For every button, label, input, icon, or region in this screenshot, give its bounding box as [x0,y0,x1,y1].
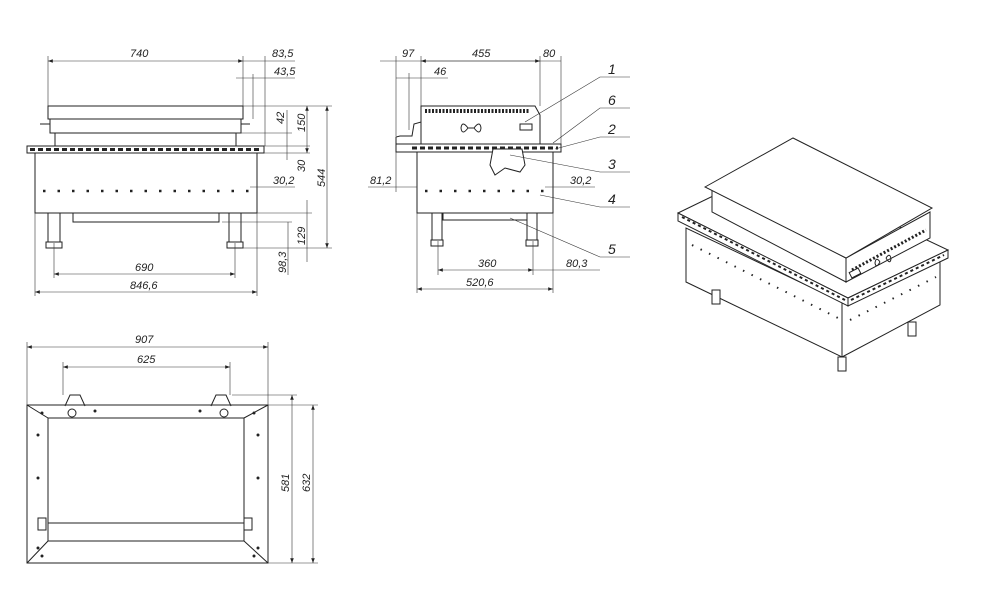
dim-30: 30 [296,159,308,172]
plan-view: 907 625 581 632 [26,334,318,564]
leg [47,212,61,244]
side-view: 97 455 80 46 81,2 30,2 360 80,3 520,6 1 … [368,48,630,293]
dim-30-2: 30,2 [273,175,294,187]
leg [228,212,242,244]
isometric-view [676,137,950,372]
dim-690: 690 [135,262,154,274]
front-view: 740 83,5 43,5 42 150 30 544 30,2 129 98,… [26,48,332,296]
body-side [416,151,554,214]
dim-625: 625 [137,354,156,366]
leg [526,212,538,242]
dim-455: 455 [472,48,491,60]
dim-632: 632 [301,474,313,492]
callout-5: 5 [608,241,616,257]
dim-98-3: 98,3 [277,251,289,273]
callout-1: 1 [608,61,616,77]
dim-43-5: 43,5 [274,66,296,78]
dim-150: 150 [296,113,308,132]
grill-grate [49,118,242,134]
callout-3: 3 [608,156,616,172]
inner-panel [47,417,245,542]
dim-97: 97 [402,48,415,60]
dim-80-3: 80,3 [566,258,588,270]
dim-740: 740 [130,48,149,60]
body [34,152,258,214]
callout-6: 6 [608,92,616,108]
dim-83-5: 83,5 [272,48,294,60]
dim-80: 80 [543,48,556,60]
dim-907: 907 [135,334,154,346]
dim-46: 46 [434,66,447,78]
cutaway [489,148,526,176]
lid [47,105,244,120]
dim-42: 42 [275,112,287,124]
callout-2: 2 [607,121,616,137]
dim-520-6: 520,6 [466,277,494,289]
drip-tray [72,212,220,223]
dim-846-6: 846,6 [130,280,158,292]
dim-360: 360 [478,258,497,270]
dim-129: 129 [296,227,308,245]
lid-top [703,137,934,259]
dim-30-2-side: 30,2 [570,175,591,187]
dim-581: 581 [280,474,292,492]
leg [431,212,443,242]
dim-544: 544 [316,169,328,187]
lid-side-face [845,211,931,283]
callout-4: 4 [608,191,616,207]
dim-81-2: 81,2 [370,175,391,187]
